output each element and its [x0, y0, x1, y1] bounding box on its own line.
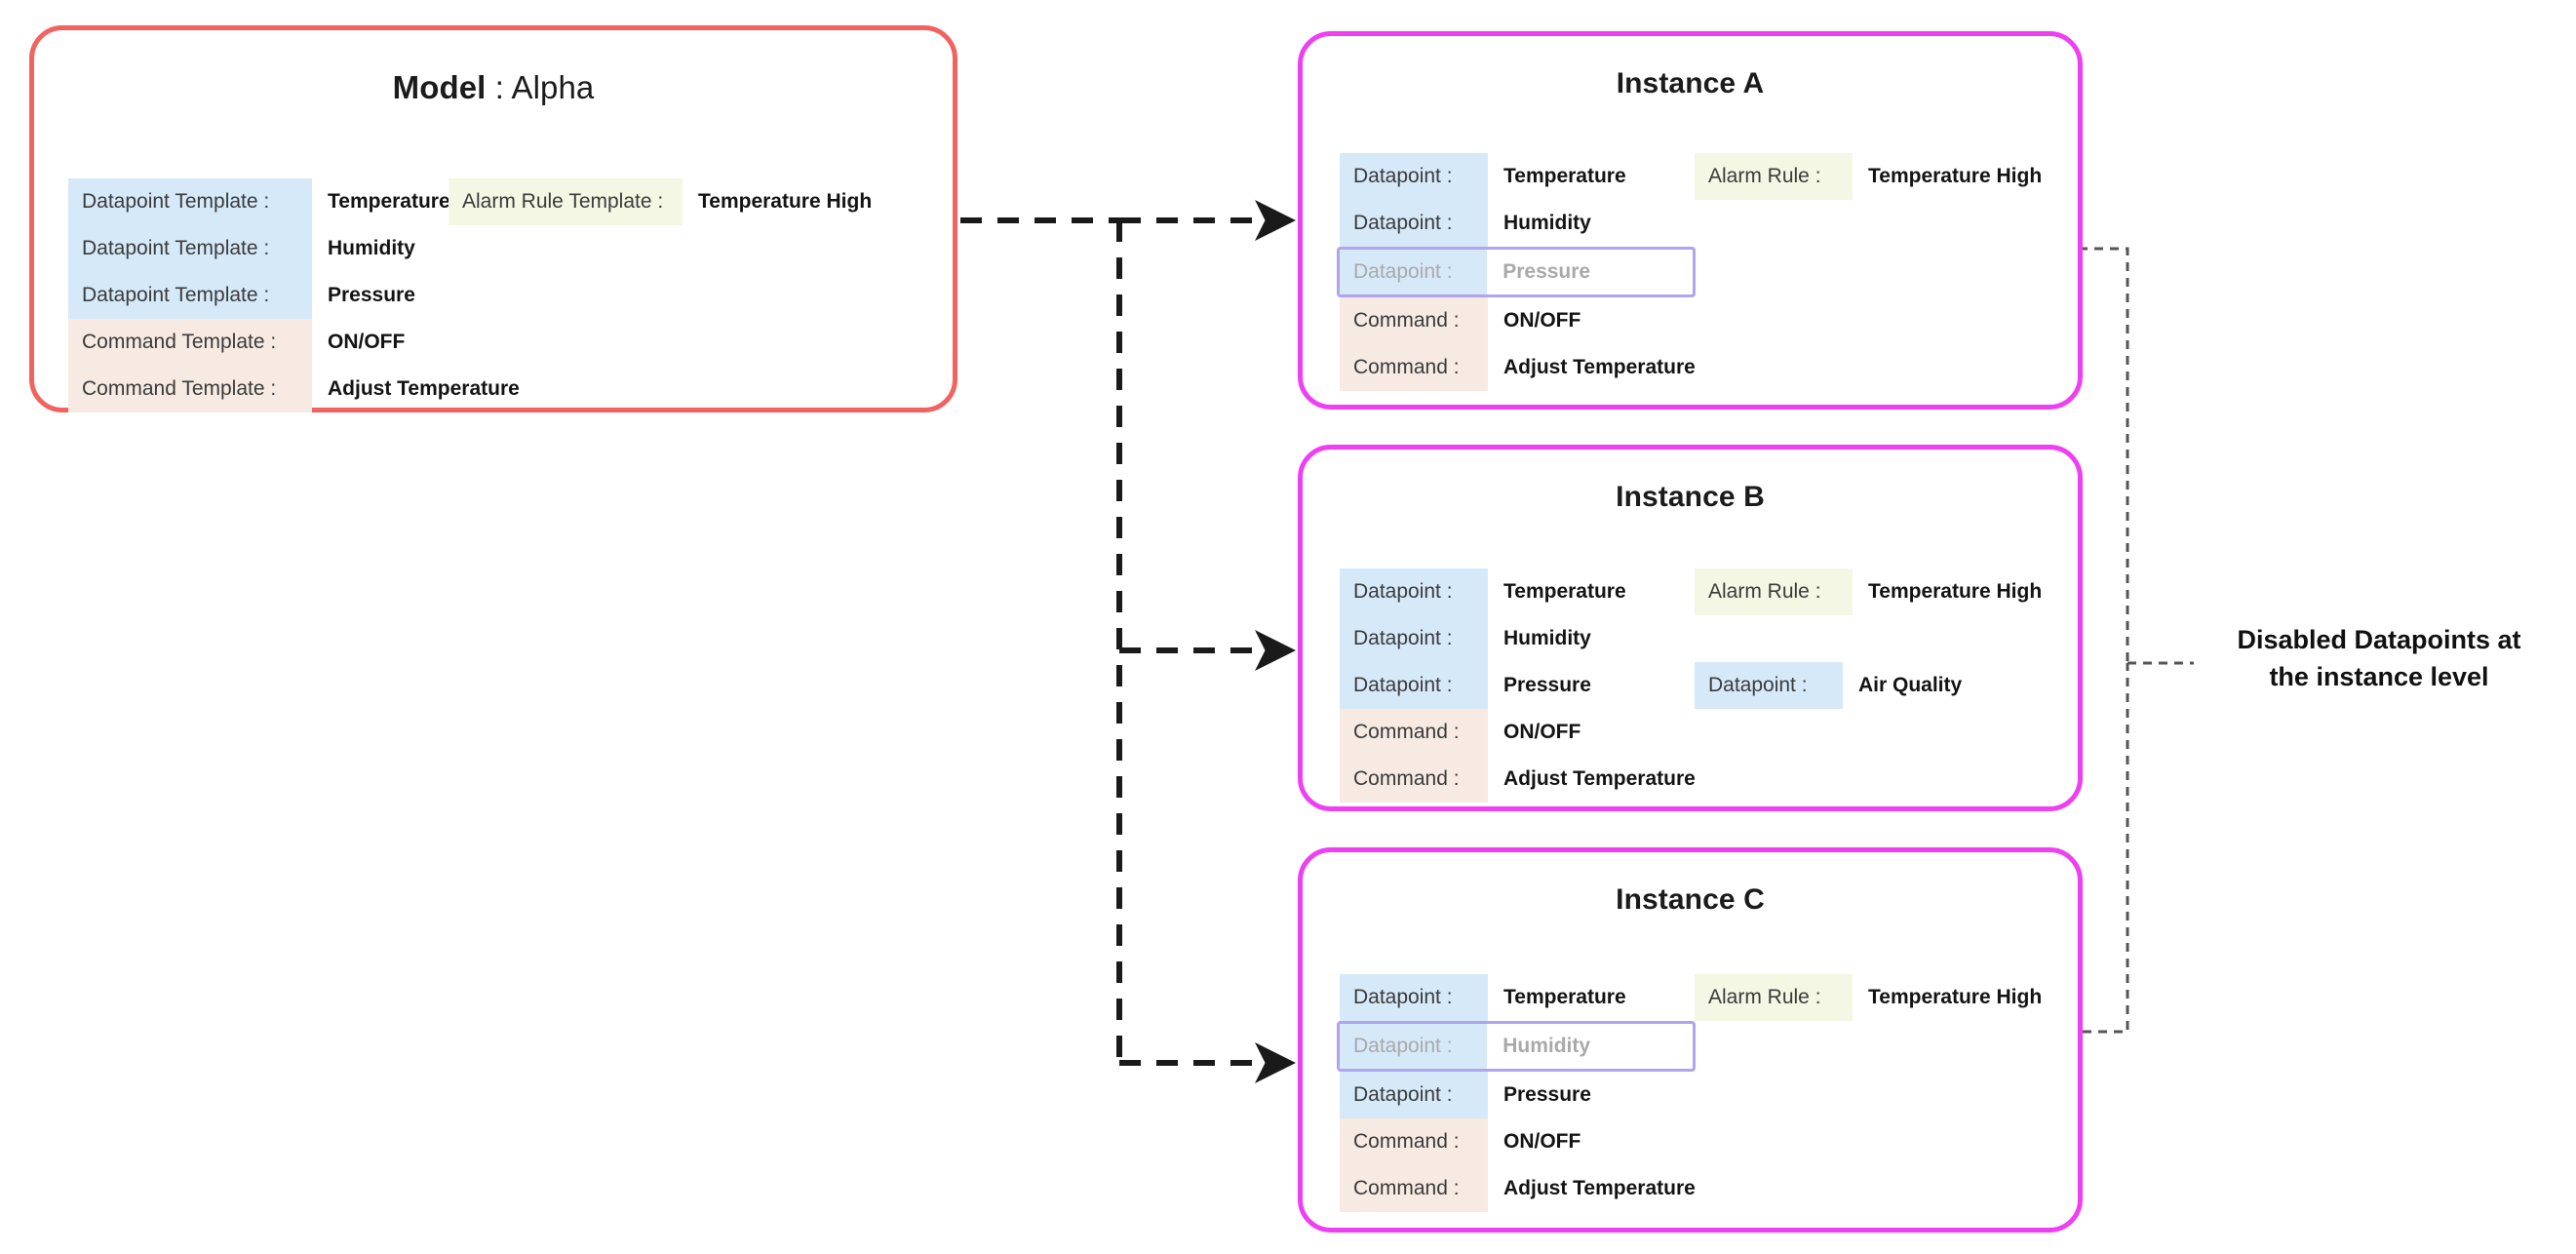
- datapoint-key-chip-secondary: Datapoint :: [1695, 662, 1843, 709]
- instance-c-card[interactable]: Instance C Datapoint : Temperature Alarm R…: [1298, 847, 2083, 1233]
- datapoint-value: Temperature: [1503, 165, 1626, 187]
- attribute-row[interactable]: Command Template : Adjust Temperature: [68, 366, 953, 412]
- attribute-row[interactable]: Datapoint : Humidity: [1340, 615, 2078, 662]
- instance-b-rows: Datapoint : Temperature Alarm Rule : Temper…: [1303, 568, 2078, 803]
- annotation-line-1: Disabled Datapoints at: [2237, 625, 2521, 654]
- attribute-row[interactable]: Command : Adjust Temperature: [1340, 756, 2078, 803]
- datapoint-value: Temperature: [1503, 986, 1626, 1008]
- disabled-datapoints-annotation: Disabled Datapoints at the instance leve…: [2204, 622, 2555, 696]
- command-value: Adjust Temperature: [1503, 356, 1696, 378]
- disabled-row[interactable]: Datapoint : Pressure: [1337, 247, 1696, 297]
- datapoint-key-chip: Datapoint :: [1340, 615, 1488, 662]
- alarm-key-chip-secondary: Alarm Rule :: [1695, 974, 1853, 1021]
- alarm-value-secondary: Temperature High: [1868, 580, 2043, 603]
- datapoint-key-chip: Datapoint :: [1340, 1072, 1488, 1118]
- attribute-row[interactable]: Datapoint : Temperature Alarm Rule : Temper…: [1340, 153, 2078, 200]
- datapoint-value: Humidity: [1503, 1035, 1591, 1057]
- datapoint-value: Humidity: [1503, 212, 1591, 234]
- disabled-row[interactable]: Datapoint : Humidity: [1337, 1021, 1696, 1072]
- instance-a-rows: Datapoint : Temperature Alarm Rule : Temper…: [1303, 153, 2078, 391]
- alarm-key-chip-secondary: Alarm Rule :: [1695, 153, 1853, 200]
- datapoint-key-chip: Datapoint :: [1340, 662, 1488, 709]
- attribute-row[interactable]: Command : ON/OFF: [1340, 297, 2078, 344]
- datapoint-key-chip: Datapoint :: [1340, 974, 1488, 1021]
- command-value: Adjust Temperature: [1503, 767, 1696, 790]
- attribute-row[interactable]: Datapoint : Pressure Datapoint : Air Qualit…: [1340, 662, 2078, 709]
- attribute-row[interactable]: Command : ON/OFF: [1340, 1118, 2078, 1165]
- instance-c-title: Instance C: [1616, 883, 1765, 916]
- annotation-line-2: the instance level: [2269, 661, 2489, 691]
- model-card[interactable]: Model : Alpha Datapoint Template : Temper…: [29, 25, 957, 412]
- model-title-separator: :: [486, 69, 512, 105]
- datapoint-value: Humidity: [1503, 627, 1591, 649]
- command-value: ON/OFF: [1503, 309, 1581, 332]
- datapoint-value: Humidity: [328, 237, 415, 259]
- command-key-chip: Command Template :: [68, 319, 312, 366]
- instance-a-title: Instance A: [1616, 67, 1765, 99]
- model-title-value: Alpha: [511, 69, 595, 105]
- command-key-chip: Command :: [1340, 709, 1488, 756]
- model-card-title: Model : Alpha: [34, 69, 953, 106]
- datapoint-value: Pressure: [1503, 674, 1591, 696]
- attribute-row[interactable]: Command : ON/OFF: [1340, 709, 2078, 756]
- datapoint-key-chip: Datapoint :: [1340, 153, 1488, 200]
- datapoint-key-chip: Datapoint :: [1340, 568, 1488, 615]
- attribute-row[interactable]: Datapoint Template : Humidity: [68, 225, 953, 272]
- instance-b-title: Instance B: [1616, 481, 1765, 513]
- attribute-row[interactable]: Command Template : ON/OFF: [68, 319, 953, 366]
- datapoint-value: Pressure: [328, 284, 415, 306]
- model-title-label: Model: [392, 69, 487, 105]
- datapoint-key-chip: Datapoint :: [1340, 1024, 1488, 1069]
- command-key-chip: Command Template :: [68, 366, 312, 412]
- datapoint-value: Temperature: [1503, 580, 1626, 603]
- attribute-row[interactable]: Datapoint : Temperature Alarm Rule : Temper…: [1340, 568, 2078, 615]
- datapoint-key-chip: Datapoint Template :: [68, 225, 312, 272]
- command-value: Adjust Temperature: [328, 377, 520, 400]
- command-value: ON/OFF: [1503, 721, 1581, 743]
- command-key-chip: Command :: [1340, 756, 1488, 803]
- alarm-value-secondary: Temperature High: [1868, 986, 2043, 1008]
- command-key-chip: Command :: [1340, 1165, 1488, 1212]
- attribute-row[interactable]: Datapoint : Humidity: [1340, 200, 2078, 247]
- command-value: ON/OFF: [1503, 1130, 1581, 1153]
- datapoint-value: Pressure: [1503, 1083, 1591, 1106]
- datapoint-value: Pressure: [1503, 260, 1591, 283]
- attribute-row[interactable]: Command : Adjust Temperature: [1340, 1165, 2078, 1212]
- attribute-row[interactable]: Command : Adjust Temperature: [1340, 344, 2078, 391]
- instance-c-rows: Datapoint : Temperature Alarm Rule : Temper…: [1303, 974, 2078, 1212]
- instance-b-card[interactable]: Instance B Datapoint : Temperature Alarm R…: [1298, 445, 2083, 811]
- datapoint-key-chip: Datapoint Template :: [68, 272, 312, 319]
- datapoint-key-chip: Datapoint :: [1340, 250, 1488, 294]
- alarm-value-secondary: Temperature High: [1868, 165, 2043, 187]
- datapoint-key-chip: Datapoint Template :: [68, 178, 312, 225]
- command-key-chip: Command :: [1340, 344, 1488, 391]
- command-value: Adjust Temperature: [1503, 1177, 1696, 1199]
- attribute-row[interactable]: Datapoint Template : Pressure: [68, 272, 953, 319]
- alarm-key-chip-secondary: Alarm Rule Template :: [449, 178, 683, 225]
- instance-a-card[interactable]: Instance A Datapoint : Temperature Alarm R…: [1298, 31, 2083, 410]
- alarm-value-secondary: Temperature High: [698, 190, 873, 213]
- datapoint-value-secondary: Air Quality: [1858, 674, 1963, 696]
- datapoint-value: Temperature: [328, 190, 450, 213]
- command-value: ON/OFF: [328, 331, 406, 353]
- attribute-row[interactable]: Datapoint : Temperature Alarm Rule : Temper…: [1340, 974, 2078, 1021]
- command-key-chip: Command :: [1340, 297, 1488, 344]
- alarm-key-chip-secondary: Alarm Rule :: [1695, 568, 1853, 615]
- attribute-row[interactable]: Datapoint : Pressure: [1340, 1072, 2078, 1118]
- command-key-chip: Command :: [1340, 1118, 1488, 1165]
- datapoint-key-chip: Datapoint :: [1340, 200, 1488, 247]
